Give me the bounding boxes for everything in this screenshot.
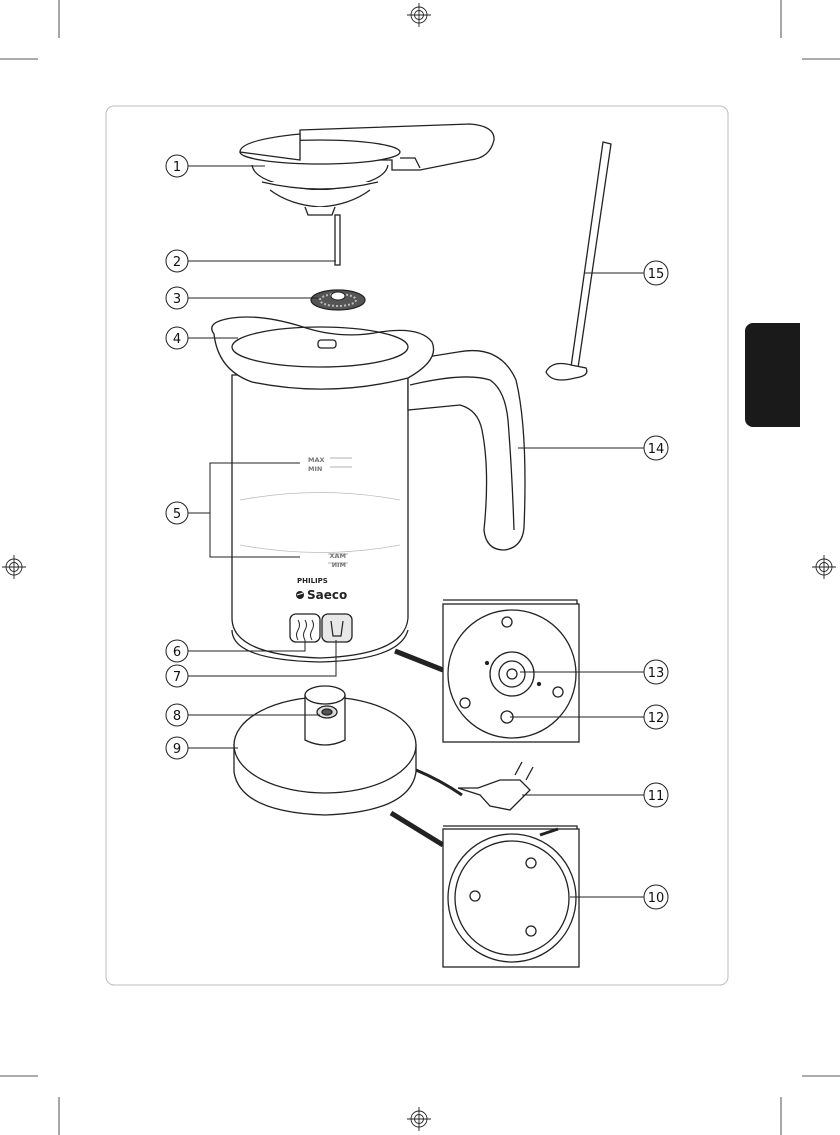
brand-product: Saeco [307,588,347,602]
callout-12: 12 [644,705,668,729]
svg-text:5: 5 [173,507,181,522]
callout-8: 8 [166,704,188,726]
whisk-illustration [311,290,365,310]
callout-9: 9 [166,737,188,759]
svg-text:9: 9 [173,742,181,757]
callout-11: 11 [644,783,668,807]
svg-text:8: 8 [173,709,181,724]
diagram-frame [106,106,728,985]
min-mark-lower: MIN [332,561,346,569]
callout-2: 2 [166,250,188,272]
svg-text:7: 7 [173,670,181,685]
max-mark-upper: MAX [308,456,325,464]
stirring-stick-illustration [546,142,611,380]
svg-text:15: 15 [648,267,665,282]
lid-illustration [240,124,494,265]
svg-text:2: 2 [173,255,181,270]
svg-text:4: 4 [173,332,181,347]
callout-13: 13 [644,660,668,684]
callout-6: 6 [166,640,188,662]
max-mark-lower: MAX [329,552,346,560]
svg-text:12: 12 [648,711,665,726]
callout-5: 5 [166,502,188,524]
svg-text:11: 11 [648,789,665,804]
callout-10: 10 [644,885,668,909]
registration-mark-left [2,555,26,579]
callout-1: 1 [166,155,188,177]
callout-14: 14 [644,436,668,460]
brand-logo [296,591,304,599]
registration-mark-top [407,3,431,27]
registration-mark-bottom [407,1107,431,1131]
svg-text:3: 3 [173,292,181,307]
svg-text:14: 14 [648,442,665,457]
svg-text:6: 6 [173,645,181,660]
registration-mark-right [812,555,836,579]
callout-15: 15 [644,261,668,285]
svg-text:1: 1 [173,160,181,175]
base-bottom-inset [391,813,579,967]
jug-bottom-inset [395,600,579,742]
callout-4: 4 [166,327,188,349]
svg-text:13: 13 [648,666,665,681]
min-mark-upper: MIN [308,465,322,473]
callout-3: 3 [166,287,188,309]
svg-text:10: 10 [648,891,665,906]
callout-7: 7 [166,665,188,687]
brand-maker: PHILIPS [297,577,328,585]
